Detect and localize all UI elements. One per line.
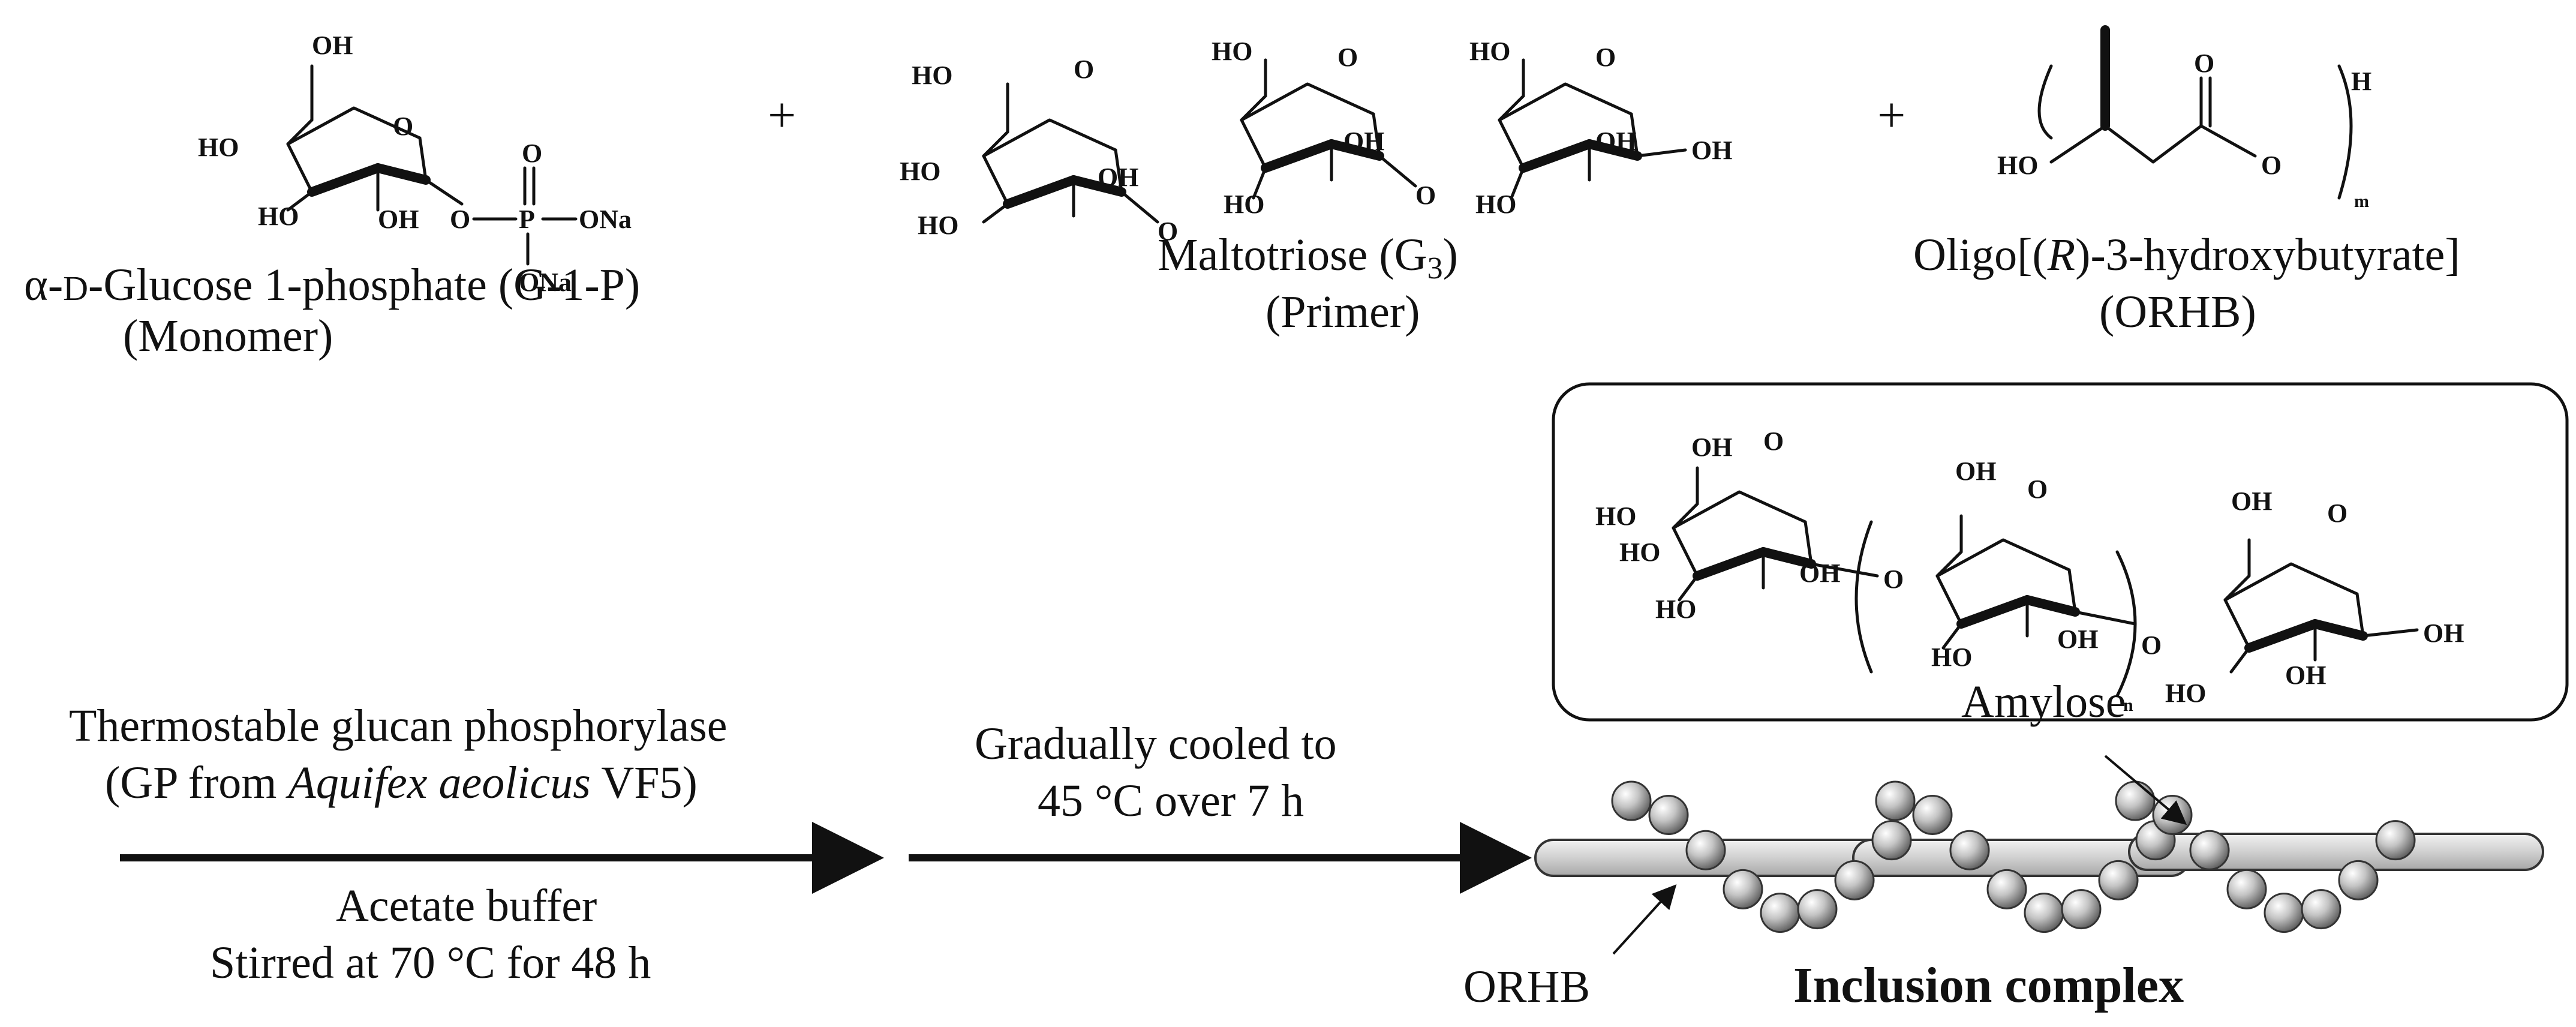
- step1-buffer-label: Acetate buffer: [336, 881, 597, 931]
- ho-label: HO: [258, 202, 299, 231]
- glucose-unit-sphere: [1949, 830, 1990, 870]
- plus-sign: +: [1877, 88, 1905, 143]
- ring-oxygen-label: O: [1337, 43, 1358, 72]
- oh-label: OH: [1098, 163, 1138, 192]
- ho-label: HO: [912, 61, 952, 90]
- oh-label: OH: [1595, 127, 1636, 156]
- inclusion-complex-illustration: [1534, 755, 2544, 955]
- oh-label: OH: [1343, 127, 1384, 156]
- amylose-pointer-arrow: [2104, 755, 2187, 825]
- orhb-rod: [2128, 833, 2544, 871]
- ho-label: HO: [1619, 537, 1660, 567]
- glucose-unit-sphere: [1871, 820, 1912, 861]
- ona-label: ONa: [579, 205, 632, 234]
- end-group-label: H: [2351, 67, 2371, 96]
- phosphorus-label: P: [519, 205, 535, 234]
- glucose-unit-sphere: [1648, 794, 1689, 835]
- glucose-unit-sphere: [2226, 869, 2267, 909]
- ring-oxygen-label: O: [1074, 55, 1094, 84]
- g1p-role-label: (Monomer): [123, 311, 333, 361]
- step1-enzyme-source-label: (GP from Aquifex aeolicus VF5): [105, 758, 698, 808]
- maltotriose-role-label: (Primer): [1266, 287, 1420, 337]
- ona-label: ONa: [519, 268, 572, 297]
- link-oxygen-label: O: [1415, 181, 1436, 210]
- orhb-role-label: (ORHB): [2099, 287, 2256, 337]
- ho-label: HO: [1997, 151, 2038, 180]
- link-oxygen-label: O: [450, 205, 470, 234]
- glucose-unit-sphere: [1611, 780, 1652, 821]
- oh-label: OH: [378, 205, 419, 234]
- ho-label: HO: [1469, 37, 1510, 66]
- ester-oxygen-label: O: [2261, 151, 2282, 180]
- glucose-unit-sphere: [1723, 869, 1763, 909]
- glucose-unit-sphere: [2189, 830, 2230, 870]
- oh-label: OH: [2057, 624, 2098, 654]
- oh-label: OH: [2285, 660, 2326, 690]
- step2-cooling-label: Gradually cooled to: [975, 719, 1337, 769]
- ho-label: HO: [1655, 594, 1696, 624]
- maltotriose-caption: Maltotriose (G3): [1158, 230, 1458, 286]
- ring-oxygen-label: O: [2327, 499, 2347, 528]
- ho-label: HO: [198, 133, 239, 162]
- step1-stirring-label: Stirred at 70 °C for 48 h: [210, 938, 651, 988]
- glucose-unit-sphere: [2024, 893, 2064, 933]
- link-oxygen-label: O: [1883, 564, 1904, 594]
- amylose-helix: [1611, 780, 2416, 933]
- glucose-unit-sphere: [1986, 869, 2027, 909]
- orhb-caption: Oligo[(R)-3-hydroxybutyrate]: [1913, 230, 2460, 280]
- oh-label: OH: [1799, 558, 1840, 588]
- ho-label: HO: [1595, 502, 1636, 531]
- glucose-unit-sphere: [2115, 780, 2156, 821]
- glucose-unit-sphere: [2061, 889, 2102, 930]
- maltotriose-structure: HO O HO HO OH O HO O HO OH O HO O HO OH …: [900, 37, 1732, 246]
- amylose-box: [1552, 382, 2569, 722]
- link-oxygen-label: O: [1158, 217, 1178, 246]
- ring-oxygen-label: O: [1595, 43, 1616, 72]
- oh-label: OH: [1955, 457, 1996, 486]
- glucose-unit-sphere: [2264, 893, 2304, 933]
- ho-label: HO: [900, 157, 940, 186]
- oh-label: OH: [312, 31, 353, 60]
- ring-oxygen-label: O: [1763, 427, 1784, 456]
- ho-label: HO: [1224, 190, 1264, 219]
- glucose-unit-sphere: [1834, 860, 1875, 900]
- glucose-unit-sphere: [1797, 889, 1838, 930]
- repeat-index-n: n: [2123, 695, 2133, 715]
- oh-label: OH: [1691, 433, 1732, 462]
- orhb-product-label: ORHB: [1463, 962, 1590, 1012]
- glucose-unit-sphere: [2301, 889, 2341, 930]
- link-oxygen-label: O: [2141, 630, 2162, 660]
- orhb-structure: HO O O H m: [1997, 25, 2371, 211]
- ring-oxygen-label: O: [2027, 475, 2048, 504]
- oh-label: OH: [2231, 487, 2272, 516]
- g1p-caption: α-D-Glucose 1-phosphate (G-1-P): [24, 260, 640, 310]
- oh-label: OH: [1691, 136, 1732, 165]
- glucose-unit-sphere: [2098, 860, 2139, 900]
- ho-label: HO: [1475, 190, 1516, 219]
- glucose-unit-sphere: [1760, 893, 1801, 933]
- oh-label: OH: [2423, 618, 2464, 648]
- orhb-pointer-arrow: [1612, 884, 1677, 955]
- glucose-unit-sphere: [1685, 830, 1726, 870]
- amylose-label: Amylose: [1961, 677, 2126, 727]
- ho-label: HO: [1931, 642, 1972, 672]
- step1-enzyme-label: Thermostable glucan phosphorylase: [69, 701, 727, 751]
- glucose-unit-sphere: [2375, 820, 2416, 861]
- glucose-unit-sphere: [1912, 794, 1953, 835]
- step2-duration-label: 45 °C over 7 h: [1038, 776, 1304, 826]
- amylose-structure: OH O HO HO HO OH O OH O HO OH n O OH O H…: [1595, 427, 2464, 715]
- plus-sign: +: [768, 88, 796, 143]
- ho-label: HO: [2165, 678, 2206, 708]
- double-bond-oxygen-label: O: [522, 139, 542, 168]
- ring-oxygen-label: O: [393, 112, 413, 141]
- ho-label: HO: [918, 211, 958, 240]
- ho-label: HO: [1212, 37, 1252, 66]
- glucose-unit-sphere: [1875, 780, 1916, 821]
- glucose-1-phosphate-structure: OH O HO HO OH O P O ONa ONa: [198, 31, 632, 297]
- carbonyl-oxygen-label: O: [2194, 49, 2214, 78]
- inclusion-complex-title: Inclusion complex: [1793, 957, 2184, 1013]
- glucose-unit-sphere: [2338, 860, 2379, 900]
- repeat-index-m: m: [2354, 191, 2369, 211]
